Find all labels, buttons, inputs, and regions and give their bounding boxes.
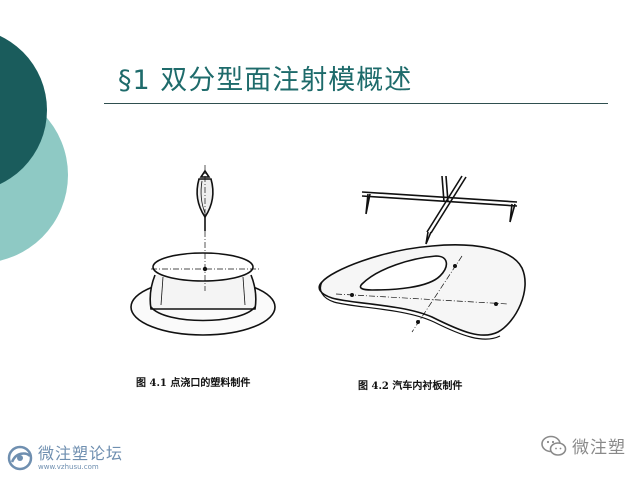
watermark-name: 微注塑论坛 (38, 443, 124, 463)
wechat-watermark: 微注塑 (540, 433, 626, 458)
title-divider (104, 103, 608, 104)
figure-number: 图 4.1 (136, 378, 167, 389)
watermark-site: www.vzhusu.com (38, 462, 99, 471)
logo-icon (7, 445, 33, 471)
decorative-circles (0, 35, 68, 261)
figure-caption-text: 汽车内衬板制件 (392, 381, 463, 392)
wechat-icon (541, 435, 567, 456)
figure-4-2-illustration (318, 175, 526, 340)
figure-4-2-caption: 图 4.2 汽车内衬板制件 (358, 377, 462, 392)
figure-4-1-caption: 图 4.1 点浇口的塑料制件 (136, 374, 250, 389)
figure-4-1-illustration (130, 165, 276, 336)
forum-watermark: 微注塑论坛 www.vzhusu.com (6, 444, 123, 472)
page-title: §1 双分型面注射模概述 (118, 65, 413, 96)
watermark-name: 微注塑 (572, 438, 626, 458)
figure-caption-text: 点浇口的塑料制件 (170, 378, 251, 389)
figure-number: 图 4.2 (358, 381, 389, 392)
